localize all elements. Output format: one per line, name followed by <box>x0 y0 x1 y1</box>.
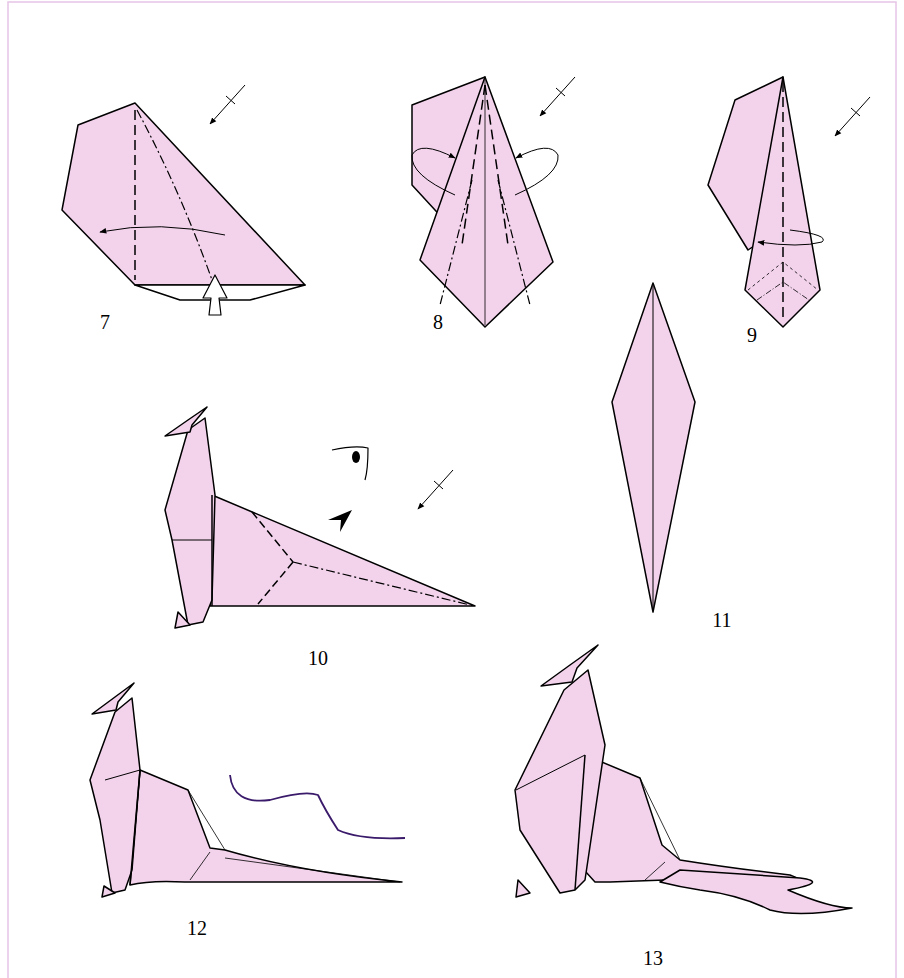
step-9-figure <box>708 77 870 327</box>
step-number: 11 <box>712 610 731 630</box>
step-number: 7 <box>100 312 110 332</box>
step-number: 10 <box>308 648 328 668</box>
step-7-figure <box>62 85 305 315</box>
page-frame <box>8 2 896 978</box>
step-number: 8 <box>433 312 443 332</box>
step-number: 9 <box>747 325 757 345</box>
step-12-figure <box>90 683 405 897</box>
step-number: 13 <box>643 948 663 968</box>
step-13-figure <box>515 645 852 914</box>
step-8-figure <box>412 77 575 327</box>
step-10-figure <box>165 407 475 628</box>
step-number: 12 <box>187 918 207 938</box>
step-11-figure <box>612 283 695 612</box>
